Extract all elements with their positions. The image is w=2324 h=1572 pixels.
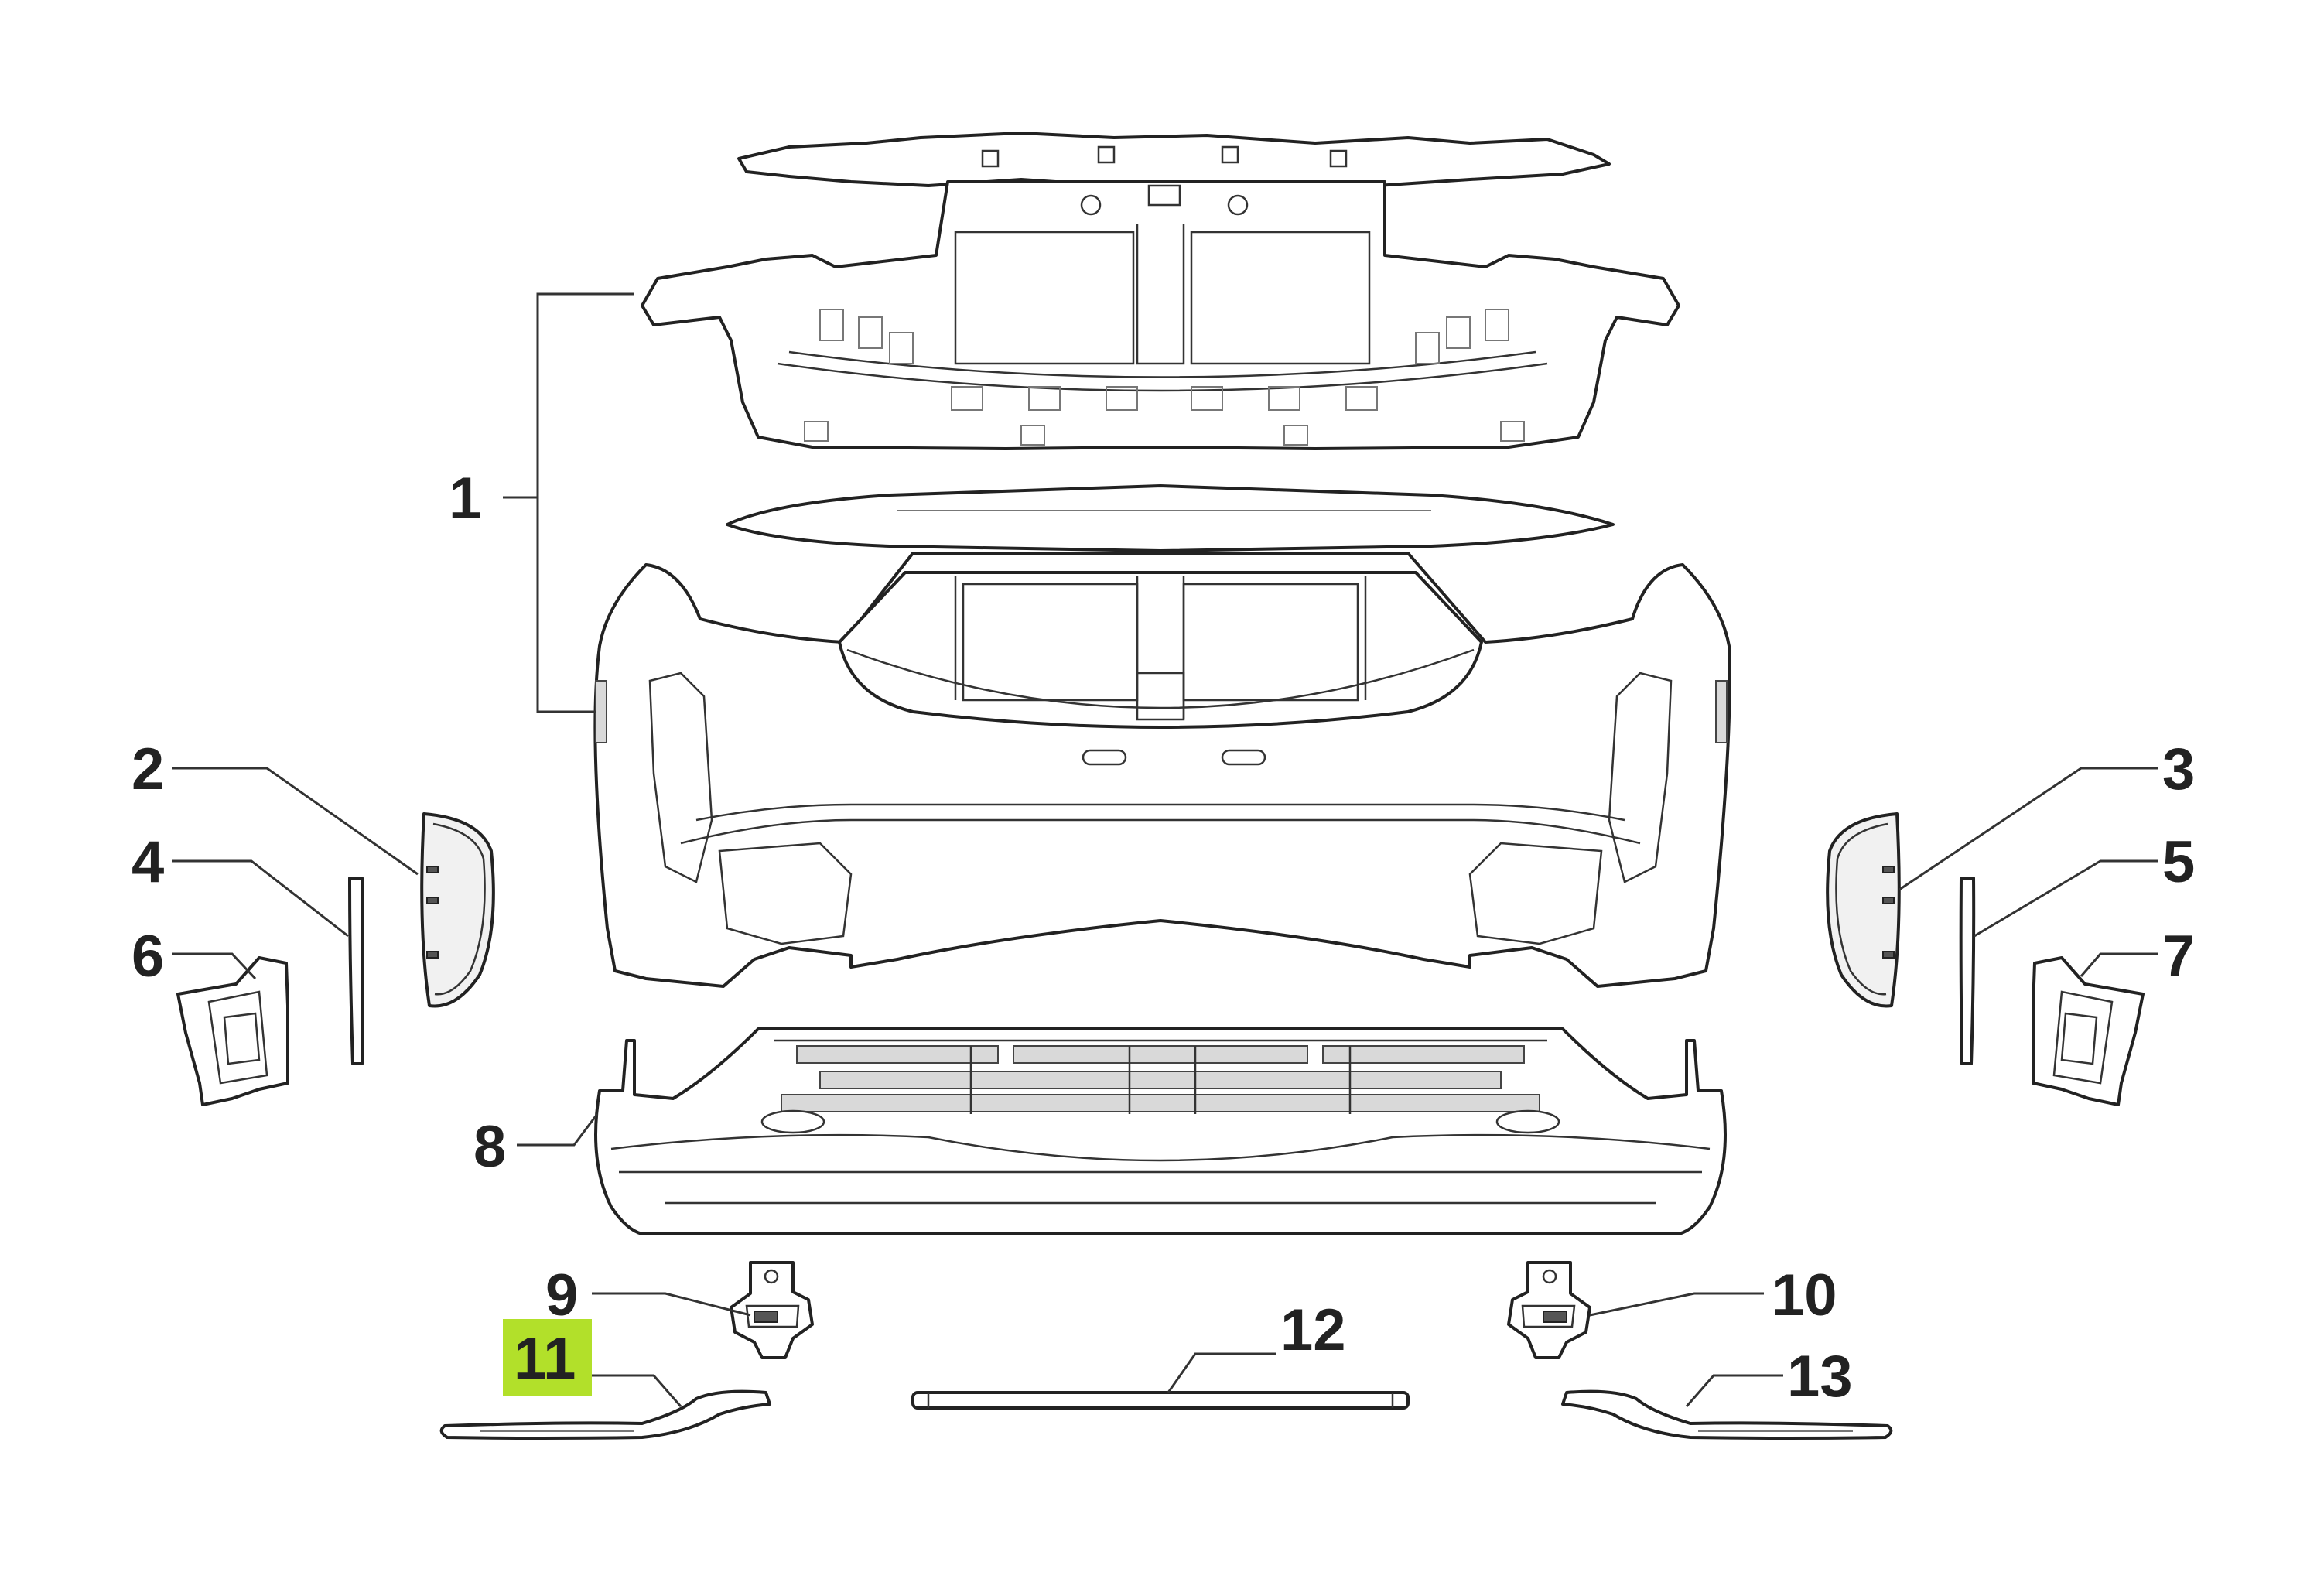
- callout-8[interactable]: 8: [473, 1114, 506, 1180]
- part-3-right-intake-grille[interactable]: [1826, 812, 1901, 1008]
- callout-labels: 1 2 3 4 5 6 7 8 9 10 11 12 13: [132, 466, 2195, 1410]
- part-4-left-trim-strip[interactable]: [348, 877, 364, 1065]
- callout-3[interactable]: 3: [2162, 736, 2195, 802]
- callout-11[interactable]: 11: [514, 1326, 576, 1392]
- part-6-left-bracket[interactable]: [176, 956, 289, 1106]
- callout-11-highlight: [503, 1319, 592, 1396]
- part-5-right-trim-strip[interactable]: [1959, 877, 1976, 1065]
- part-8-lower-bumper[interactable]: [594, 1027, 1727, 1235]
- part-1-bumper-cover[interactable]: [593, 484, 1731, 988]
- callout-2[interactable]: 2: [132, 736, 164, 802]
- callout-6[interactable]: 6: [132, 924, 164, 989]
- part-12-centre-strip[interactable]: [911, 1391, 1410, 1410]
- callout-5[interactable]: 5: [2162, 829, 2195, 895]
- callout-4[interactable]: 4: [132, 829, 164, 895]
- callout-1[interactable]: 1: [449, 466, 481, 531]
- part-10-right-tow-cover[interactable]: [1507, 1261, 1591, 1359]
- part-11-left-lower-trim[interactable]: [439, 1389, 771, 1440]
- leader-lines: [172, 292, 2158, 1407]
- callout-10[interactable]: 10: [1772, 1263, 1837, 1328]
- part-1-upper-carrier[interactable]: [641, 132, 1680, 450]
- callout-13[interactable]: 13: [1787, 1344, 1853, 1410]
- callout-9[interactable]: 9: [545, 1263, 578, 1328]
- callout-7[interactable]: 7: [2162, 924, 2195, 989]
- part-7-right-bracket[interactable]: [2032, 956, 2145, 1106]
- part-2-left-intake-grille[interactable]: [420, 812, 495, 1008]
- callout-12[interactable]: 12: [1280, 1297, 1346, 1363]
- part-13-right-lower-trim[interactable]: [1561, 1389, 1893, 1440]
- part-9-left-tow-cover[interactable]: [730, 1261, 814, 1359]
